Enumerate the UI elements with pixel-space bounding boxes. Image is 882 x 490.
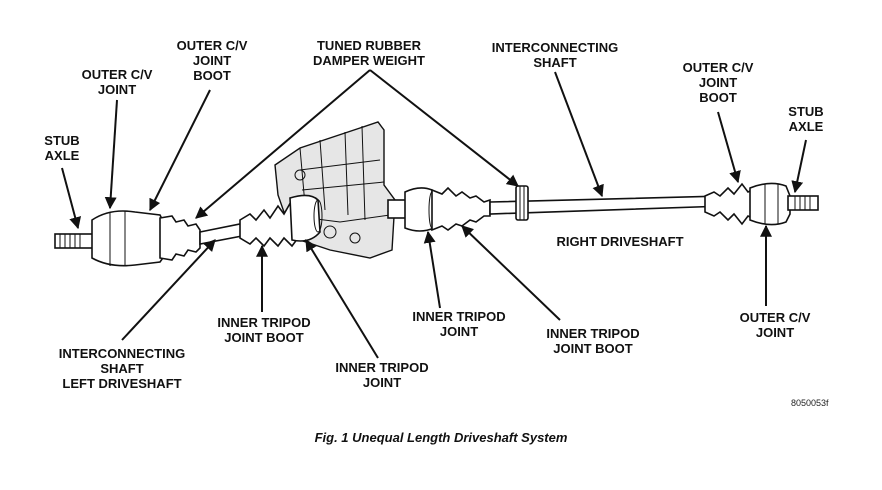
leader-outer-cv-boot-left (149, 89, 211, 212)
leader-inner-tripod-joint-right (423, 230, 441, 309)
leader-damper-left (195, 69, 371, 219)
leader-outer-cv-joint-left (104, 99, 118, 210)
right-inner-tripod-boot (431, 186, 491, 232)
right-outer-cv-boot (704, 182, 753, 226)
leader-stub-axle-right (791, 139, 807, 194)
left-interconnecting-shaft (199, 223, 243, 245)
figure-code: 8050053f (791, 398, 829, 408)
right-inner-tripod-joint (387, 187, 436, 232)
label-right-driveshaft: RIGHT DRIVESHAFT (556, 234, 684, 249)
leader-interconnecting-shaft-left (121, 239, 216, 341)
right-outer-cv-joint (749, 182, 791, 226)
left-inner-tripod-joint (289, 194, 323, 242)
figure-caption: Fig. 1 Unequal Length Driveshaft System (314, 430, 568, 445)
leader-stub-axle-left (61, 167, 82, 230)
leader-outer-cv-boot-right (717, 111, 741, 184)
left-outer-cv-boot (159, 215, 201, 261)
leader-inner-tripod-joint-left (305, 238, 379, 359)
leader-interconnecting-shaft-right (554, 71, 604, 198)
left-inner-tripod-boot (239, 198, 299, 248)
leader-damper-right (369, 69, 519, 187)
right-stub-axle (787, 195, 819, 211)
left-outer-cv-joint (91, 210, 166, 267)
left-stub-axle (54, 233, 96, 249)
leader-inner-tripod-boot-right (461, 225, 561, 321)
tuned-rubber-damper-weight (515, 185, 529, 221)
